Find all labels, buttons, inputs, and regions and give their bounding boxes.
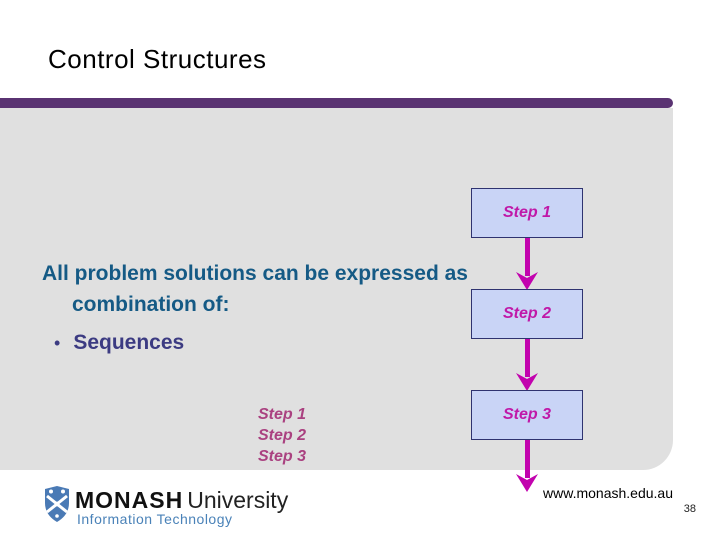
logo-university-text: University [187, 487, 289, 513]
step-list-item: Step 1 [258, 406, 307, 423]
flow-arrow-icon [516, 238, 538, 290]
step-list: Step 1 Step 2 Step 3 [258, 404, 306, 467]
bullet-icon: • [54, 333, 61, 353]
logo-monash-text: MONASH [75, 487, 184, 513]
flowchart-box-step-2: Step 2 [471, 289, 583, 339]
monash-shield-icon [45, 486, 69, 522]
footer-url: www.monash.edu.au [543, 485, 673, 501]
flowchart-box-step-1: Step 1 [471, 188, 583, 238]
logo-subtitle: Information Technology [77, 511, 233, 527]
page-number: 38 [683, 503, 696, 515]
body-text-line-2: combination of: [72, 293, 230, 316]
bullet-item-sequences: • Sequences [54, 331, 184, 355]
body-text-line-1: All problem solutions can be expressed a… [42, 262, 468, 285]
step-list-item: Step 3 [258, 448, 307, 465]
flowchart-box-step-3: Step 3 [471, 390, 583, 440]
slide-title: Control Structures [48, 44, 267, 74]
flow-arrow-icon [516, 440, 538, 492]
accent-bar [0, 98, 673, 108]
step-list-item: Step 2 [258, 427, 307, 444]
bullet-item-label: Sequences [73, 331, 185, 354]
flow-arrow-icon [516, 339, 538, 391]
